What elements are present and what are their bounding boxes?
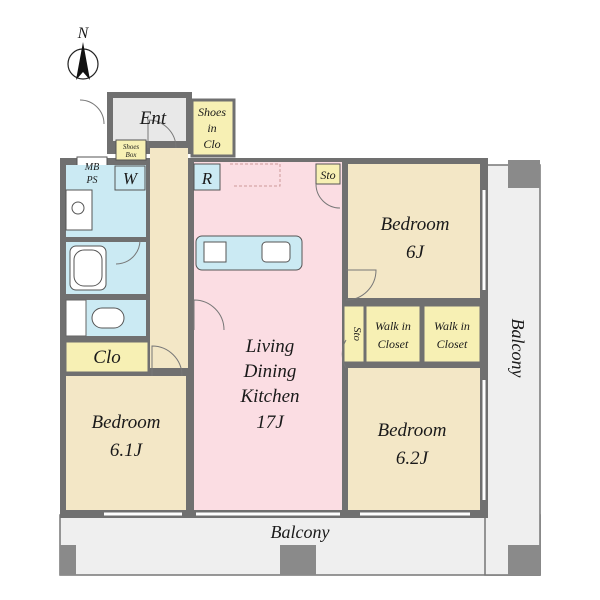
ldk-door-swing [193, 299, 225, 331]
vanity [65, 189, 93, 231]
toilet-shelf [65, 299, 87, 337]
shoes-box-label-2: Box [126, 151, 138, 159]
shoes-closet-label-1: Shoes [198, 105, 226, 119]
washer-box [114, 165, 146, 191]
bedroom-top-right-area [348, 164, 480, 298]
balcony-bottom-label: Balcony [271, 522, 330, 542]
shoes-closet-area [190, 98, 236, 158]
mb-ps-label-1: MB [84, 162, 99, 173]
balcony-column-top [508, 160, 540, 188]
closet-label: Clo [93, 347, 120, 368]
walk-in-closet-2-label-1: Walk in [434, 319, 470, 333]
storage-side-label: Sto [351, 327, 363, 342]
bedroom-door-swing-3 [341, 339, 347, 369]
walk-in-closet-1-label-2: Closet [378, 337, 409, 351]
ldk-label-1: Living [245, 336, 295, 357]
entrance-floor [113, 98, 186, 141]
kitchen-sink-icon [261, 241, 291, 263]
sink-icon [71, 201, 85, 215]
outer-door-swing [79, 99, 105, 125]
refrigerator-label: R [201, 169, 213, 188]
balcony-right-label: Balcony [508, 319, 528, 378]
ldk-label-3: Kitchen [239, 386, 299, 407]
storage-door-swing [315, 183, 341, 209]
ldk-label-4: 17J [256, 412, 285, 433]
storage-top-box [315, 163, 341, 185]
bedroom-left-name: Bedroom [92, 412, 161, 433]
balcony-column-bottom-left [60, 545, 76, 575]
shoes-closet-label-2: in [207, 121, 216, 135]
shoes-box-label-1: Shoes [123, 143, 140, 151]
ldk-label-2: Dining [243, 361, 297, 382]
mb-ps-label-2: PS [85, 175, 97, 186]
north-arrow-icon [67, 42, 99, 80]
walk-in-closet-2-label-2: Closet [437, 337, 468, 351]
refrigerator-box [193, 163, 221, 191]
bedroom-top-right-name: Bedroom [381, 214, 450, 235]
ldk-area [194, 162, 342, 510]
bedroom-bottom-right-area [348, 368, 480, 510]
entrance-door-swing [147, 119, 177, 149]
bathtub-icon [69, 245, 107, 291]
walk-in-closet-1-area [365, 305, 421, 363]
corridor-area [150, 148, 188, 368]
compass-north-label: N [77, 25, 90, 42]
bedroom-door-swing-2 [151, 345, 183, 377]
bathroom-door-swing [115, 239, 141, 265]
toilet-icon [91, 307, 125, 329]
bedroom-bottom-right-size: 6.2J [396, 448, 430, 469]
closet-area [65, 341, 149, 373]
storage-top-label: Sto [320, 168, 335, 182]
bedroom-bottom-right-name: Bedroom [378, 420, 447, 441]
bathtub-inner [73, 249, 103, 287]
bedroom-top-right-size: 6J [406, 242, 426, 263]
walk-in-closet-2-area [423, 305, 481, 363]
storage-side-box [343, 305, 365, 363]
shoes-box-area [115, 139, 147, 161]
balcony-right-area [484, 164, 541, 576]
washer-label: W [123, 169, 139, 188]
bedroom-left-area [66, 376, 186, 510]
shoes-closet-label-3: Clo [203, 137, 220, 151]
walk-in-closet-1-label-1: Walk in [375, 319, 411, 333]
balcony-column-bottom-mid [280, 545, 316, 575]
bedroom-left-size: 6.1J [110, 440, 144, 461]
stair-outline [230, 163, 281, 187]
balcony-column-bottom-right [508, 545, 540, 575]
entrance-label: Ent [139, 108, 167, 129]
bedroom-door-swing-1 [345, 269, 377, 301]
stove-icon [203, 241, 227, 263]
